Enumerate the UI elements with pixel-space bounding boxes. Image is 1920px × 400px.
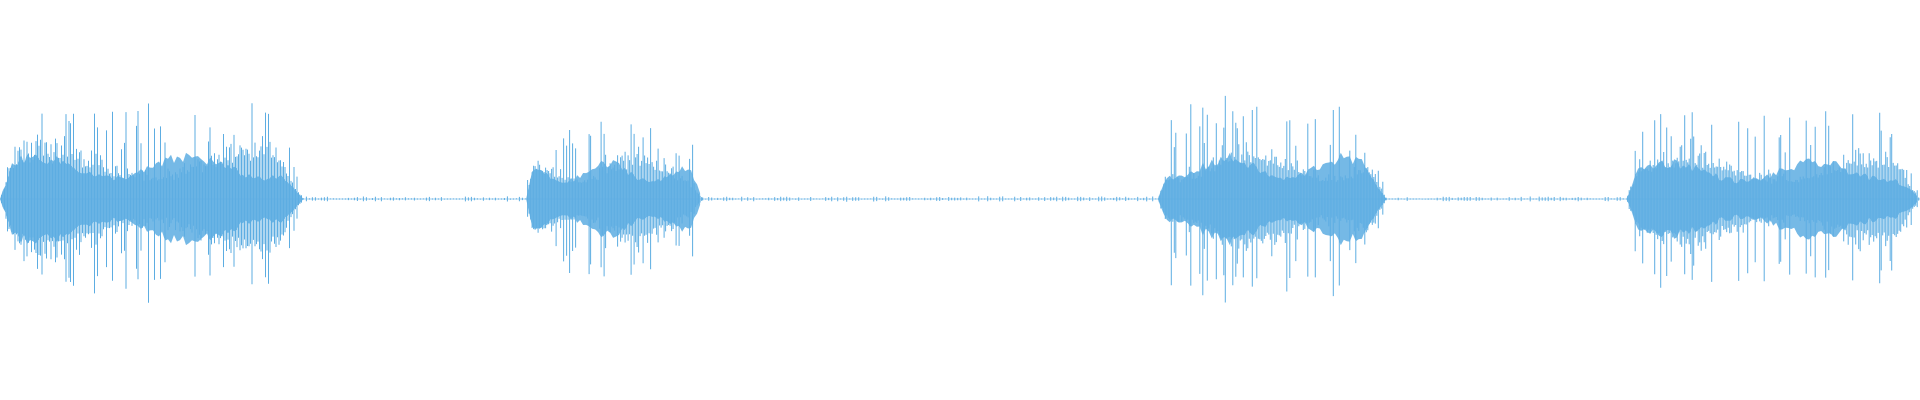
waveform-speech-core [0, 152, 303, 246]
waveform-samples [0, 95, 1920, 303]
waveform-speech-core [1626, 158, 1918, 240]
waveform-speech-core [1157, 152, 1386, 246]
waveform-speech-core [526, 160, 701, 238]
